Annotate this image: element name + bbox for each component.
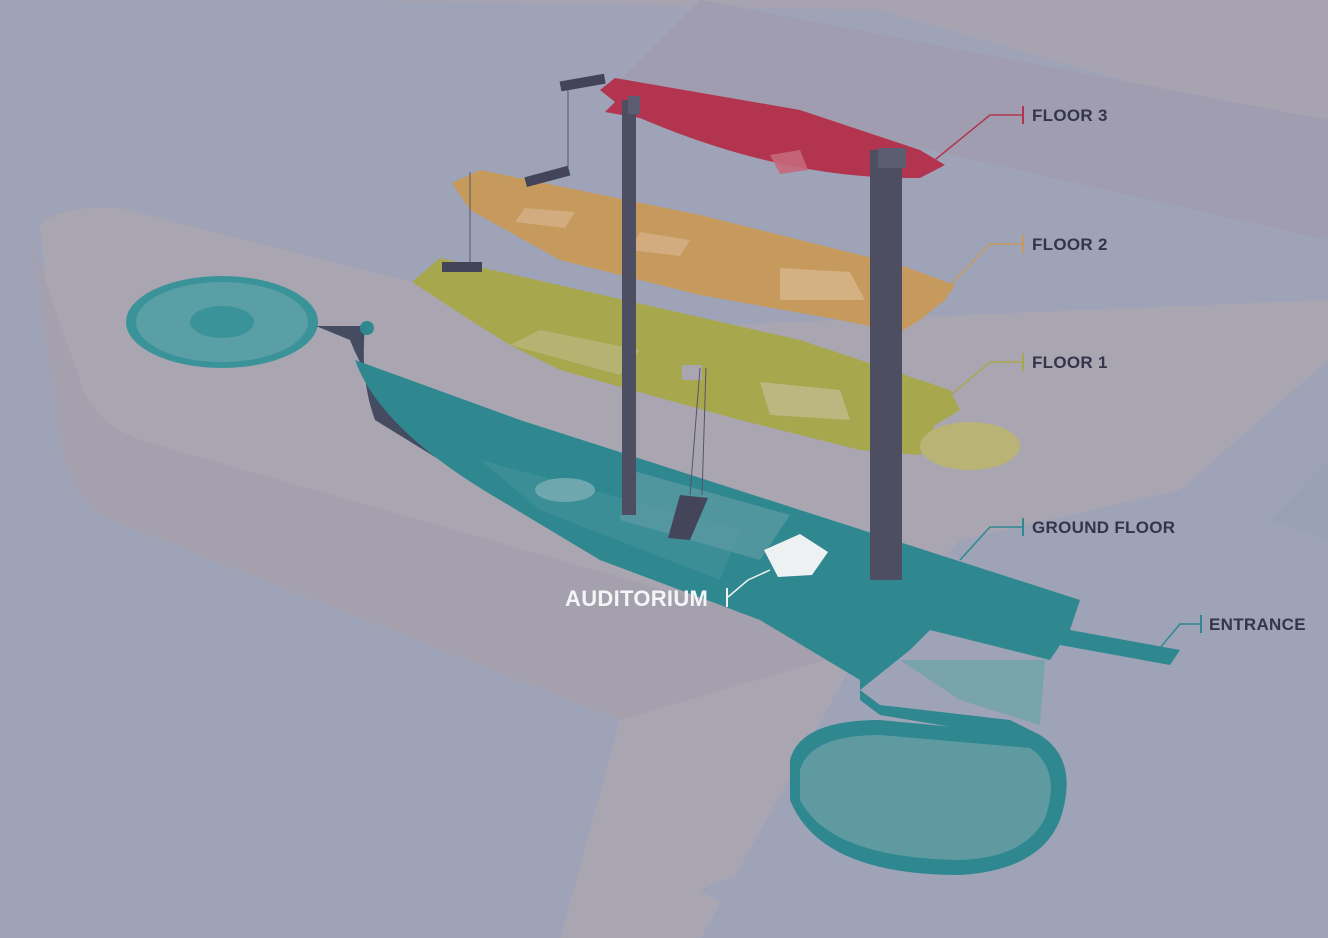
label-floor-2: FLOOR 2 [1032, 235, 1108, 254]
floor-1-plate[interactable] [412, 258, 1020, 470]
escalator [668, 495, 708, 540]
ground-floor-plate[interactable] [126, 276, 1180, 875]
label-entrance: ENTRANCE [1209, 615, 1306, 634]
lower-road [700, 867, 1060, 935]
pillar-right [870, 150, 902, 580]
road-top [340, 0, 1328, 140]
floor-3-plate[interactable] [559, 73, 945, 178]
label-floor-3: FLOOR 3 [1032, 106, 1108, 125]
road-top-shadow [620, 0, 1328, 240]
label-floor-1: FLOOR 1 [1032, 353, 1108, 372]
floor-2-plate[interactable] [452, 165, 955, 332]
leader-lines [726, 106, 1202, 649]
label-ground-floor: GROUND FLOOR [1032, 518, 1175, 537]
floor-1-rotunda [920, 422, 1020, 470]
auditorium-highlight[interactable] [764, 534, 828, 577]
side-lot [1270, 460, 1328, 540]
plaza-shadow [30, 235, 860, 720]
pillar-left [622, 100, 636, 515]
label-auditorium: AUDITORIUM [565, 586, 708, 611]
floor-3-main [600, 78, 945, 178]
elevator-columns [469, 90, 906, 580]
